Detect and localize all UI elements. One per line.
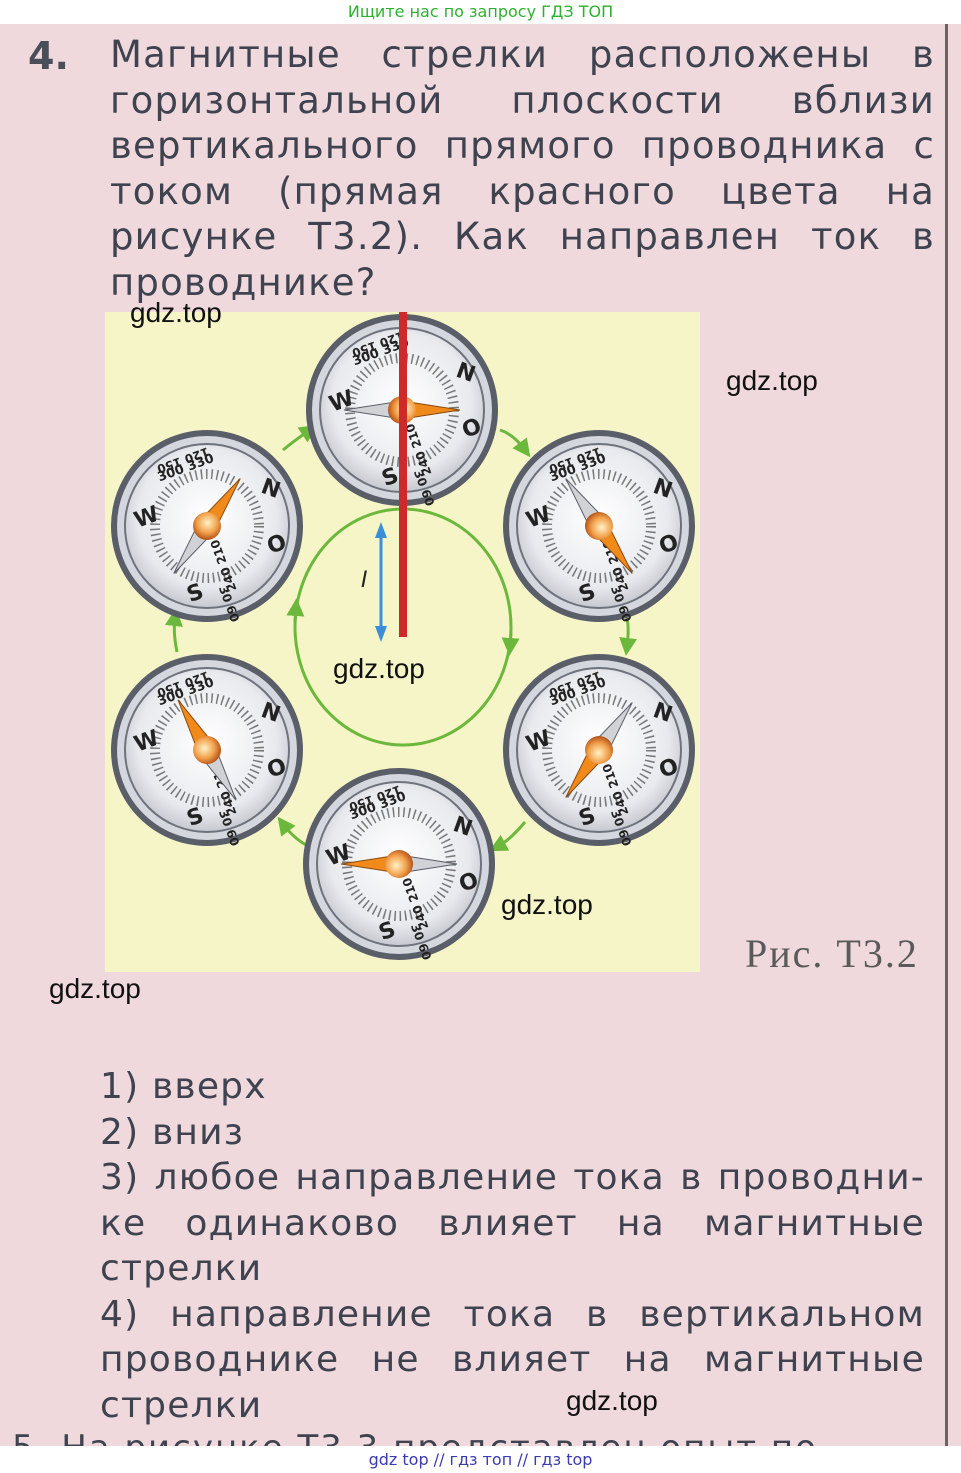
figure-t3-2: 300 330 N W S O 120 150 30 60 240 210 [105,312,700,972]
compass-lower-left [111,654,303,848]
answer-option-4-line-1: 4) направление тока в вертикальном [100,1293,925,1335]
answer-option-3-line-3: стрелки [100,1248,263,1289]
question-text: Магнитные стрелки расположены в горизонт… [110,33,935,304]
compass-diagram: 300 330 N W S O 120 150 30 60 240 210 [105,312,700,972]
answer-option-3-line-1: 3) любое направление тока в проводни- [100,1157,925,1198]
answer-options: 1) вверх 2) вниз 3) любое направление то… [100,1064,925,1428]
top-banner[interactable]: Ищите нас по запросу ГДЗ ТОП [0,0,961,24]
watermark: gdz.top [130,297,222,328]
current-label: I [361,568,368,593]
conductor-wire [399,312,407,637]
watermark: gdz.top [333,653,425,684]
current-double-arrow [375,522,387,642]
page-edge [945,24,948,1446]
top-banner-text: Ищите нас по запросу ГДЗ ТОП [347,2,614,21]
bottom-banner-text: gdz top // гдз топ // гдз top [368,1450,593,1469]
watermark: gdz.top [49,973,141,1004]
watermark: gdz.top [566,1385,658,1416]
answer-option-3-line-2: ке одинаково влияет на магнитные [100,1202,925,1244]
next-question-partial: 5. На рисунке Т3.3 представлен опыт по [12,1424,937,1446]
compass-upper-left [111,430,303,624]
compass-bottom [303,768,495,962]
watermark: gdz.top [726,365,818,396]
bottom-banner[interactable]: gdz top // гдз топ // гдз top [0,1446,961,1473]
question-number: 4. [28,34,69,78]
answer-option-4-line-3: стрелки [100,1384,263,1426]
compass-upper-right [503,430,695,624]
next-question-text: 5. На рисунке Т3.3 представлен опыт по [12,1428,818,1446]
compass-lower-right [503,654,695,848]
answer-option-2: 2) вниз [100,1111,245,1153]
watermark: gdz.top [501,889,593,920]
answer-option-1: 1) вверх [100,1066,267,1107]
answer-option-4-line-2: проводнике не влияет на магнитные [100,1339,925,1380]
figure-caption: Рис. Т3.2 [745,931,919,976]
